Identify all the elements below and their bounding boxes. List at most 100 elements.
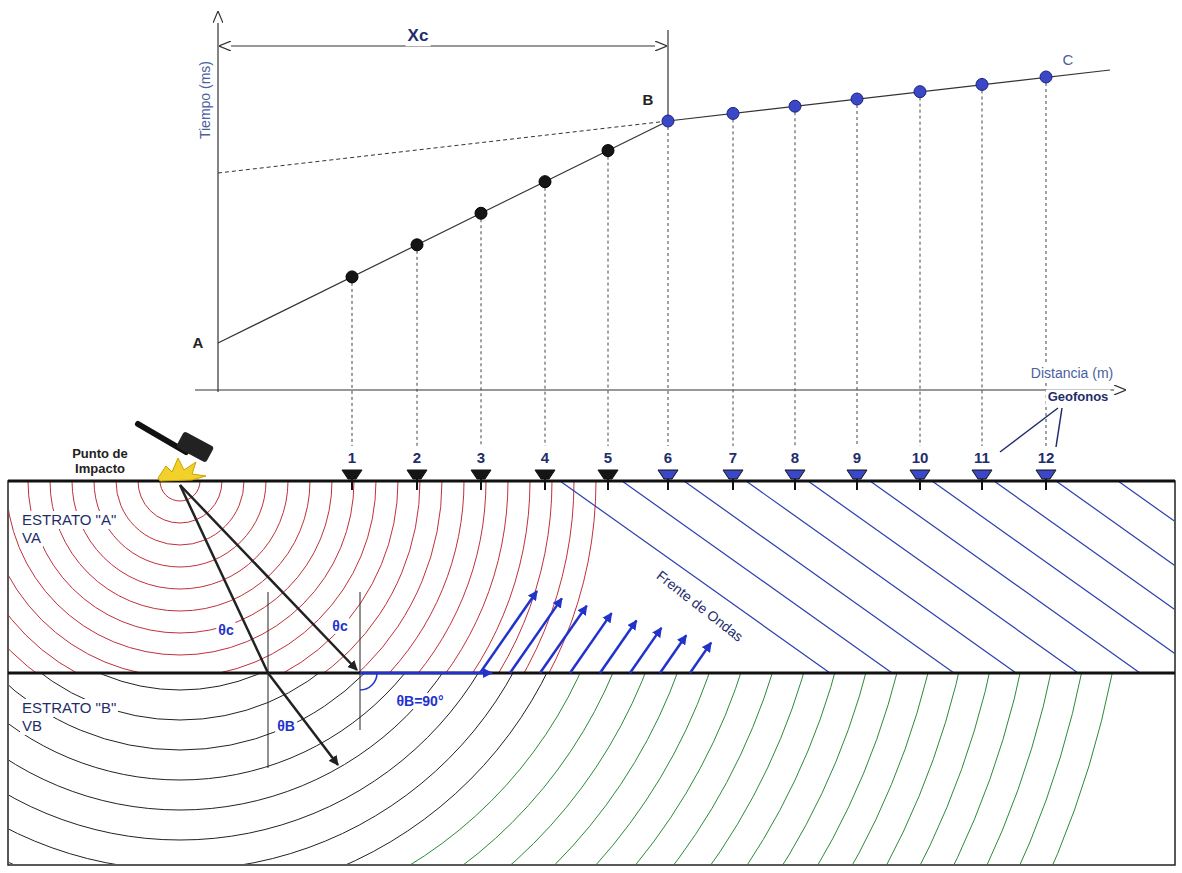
geophone-spike bbox=[667, 479, 669, 490]
section-frame bbox=[8, 481, 1175, 865]
drop-line bbox=[982, 90, 983, 446]
geophone bbox=[342, 470, 362, 490]
wavefront-arc bbox=[9, 674, 920, 864]
wavefront-arc bbox=[9, 482, 464, 672]
geophone-number: 10 bbox=[910, 449, 931, 466]
wavefront-arc bbox=[9, 674, 1070, 864]
arrival-point bbox=[727, 107, 739, 119]
stratum-label: ESTRATO "A" bbox=[20, 511, 118, 529]
wavefront-arc bbox=[9, 482, 486, 672]
incident-ray bbox=[180, 485, 268, 673]
geophone-spike bbox=[416, 479, 418, 490]
dimension-label: Xc bbox=[406, 26, 431, 46]
head-wavefronts bbox=[560, 482, 1174, 672]
arrival-point bbox=[662, 115, 674, 127]
head-wave-ray bbox=[540, 606, 587, 673]
geophone-body bbox=[658, 470, 678, 479]
geophone bbox=[598, 470, 618, 490]
wavefront-arc bbox=[9, 674, 530, 840]
drop-line bbox=[352, 283, 353, 446]
geophone-body bbox=[471, 470, 491, 479]
angle-label: θc bbox=[330, 618, 349, 634]
drop-lines bbox=[352, 83, 1046, 446]
head-wavefront bbox=[560, 482, 830, 672]
stratum-label: VA bbox=[20, 529, 43, 547]
geophone-number: 11 bbox=[972, 449, 992, 466]
head-wavefront bbox=[870, 482, 1140, 672]
arrival-point bbox=[539, 176, 551, 188]
geophone-body bbox=[910, 470, 930, 479]
geophone bbox=[471, 470, 491, 490]
geophone-spike bbox=[480, 479, 482, 490]
head-wavefront bbox=[1118, 482, 1174, 672]
head-wavefront bbox=[808, 482, 1078, 672]
wavefront-arc bbox=[72, 482, 288, 589]
geophone bbox=[910, 470, 930, 490]
normal-line bbox=[268, 592, 269, 768]
geophone-number: 7 bbox=[727, 449, 739, 466]
wavefront-arc bbox=[9, 674, 440, 750]
wavefront-arc bbox=[9, 482, 508, 672]
wavefront-arc bbox=[9, 674, 890, 864]
wavefronts-b bbox=[9, 674, 1130, 864]
geophone-spike bbox=[544, 479, 546, 490]
wavefront-arc bbox=[9, 674, 1040, 864]
geophone-body bbox=[1036, 470, 1056, 479]
wavefront-arc bbox=[9, 674, 800, 864]
geophone-body bbox=[407, 470, 427, 479]
angle-label: θc bbox=[216, 622, 235, 638]
arrival-point bbox=[976, 78, 988, 90]
geophone bbox=[847, 470, 867, 490]
wavefront-arc bbox=[9, 482, 552, 672]
crossover-line bbox=[667, 30, 668, 121]
head-wave-ray bbox=[510, 598, 562, 673]
point-label: B bbox=[641, 91, 656, 108]
wavefront-arc bbox=[9, 482, 354, 655]
geophone bbox=[535, 470, 555, 490]
arrival-point bbox=[411, 239, 423, 251]
direct-wave-line bbox=[218, 121, 668, 343]
geophone-spike bbox=[919, 479, 921, 490]
drop-line bbox=[857, 105, 858, 446]
geophone-spike bbox=[1045, 479, 1047, 490]
geophone bbox=[723, 470, 743, 490]
geophone-number: 2 bbox=[411, 449, 423, 466]
head-wave-ray bbox=[360, 672, 492, 675]
geophone bbox=[407, 470, 427, 490]
stratum-label: VB bbox=[20, 717, 44, 735]
stratum-band: ESTRATO "B"VB bbox=[8, 673, 1175, 865]
wavefront-arc bbox=[9, 674, 560, 864]
wavefront-arc bbox=[9, 674, 380, 690]
geophone-number: 5 bbox=[602, 449, 614, 466]
drop-line bbox=[417, 251, 418, 446]
wavefronts-a bbox=[9, 482, 596, 672]
leader-line bbox=[1000, 408, 1058, 452]
hammer bbox=[138, 424, 214, 481]
drop-line bbox=[481, 219, 482, 446]
wavefront-arc bbox=[9, 482, 420, 672]
geophones bbox=[342, 470, 1056, 490]
callout-label: Punto de Impacto bbox=[62, 447, 138, 477]
geophone bbox=[972, 470, 992, 490]
geophone-body bbox=[785, 470, 805, 479]
angle-label: θB=90° bbox=[394, 693, 445, 709]
wavefront-arc bbox=[116, 482, 244, 545]
geophone bbox=[658, 470, 678, 490]
geophone-spike bbox=[981, 479, 983, 490]
wavefront-arc bbox=[9, 674, 680, 864]
wavefront-arc bbox=[9, 674, 950, 864]
head-wavefront bbox=[1056, 482, 1174, 672]
arrival-point bbox=[602, 145, 614, 157]
layer-interface bbox=[8, 672, 1175, 675]
drop-line bbox=[795, 112, 796, 446]
wavefront-arc bbox=[9, 482, 530, 672]
geophone-number: 9 bbox=[851, 449, 863, 466]
arrival-point bbox=[789, 100, 801, 112]
arrival-point bbox=[851, 93, 863, 105]
point-label: A bbox=[191, 334, 206, 351]
drop-line bbox=[608, 157, 609, 446]
arrival-point bbox=[1040, 71, 1052, 83]
head-wavefront bbox=[932, 482, 1174, 672]
